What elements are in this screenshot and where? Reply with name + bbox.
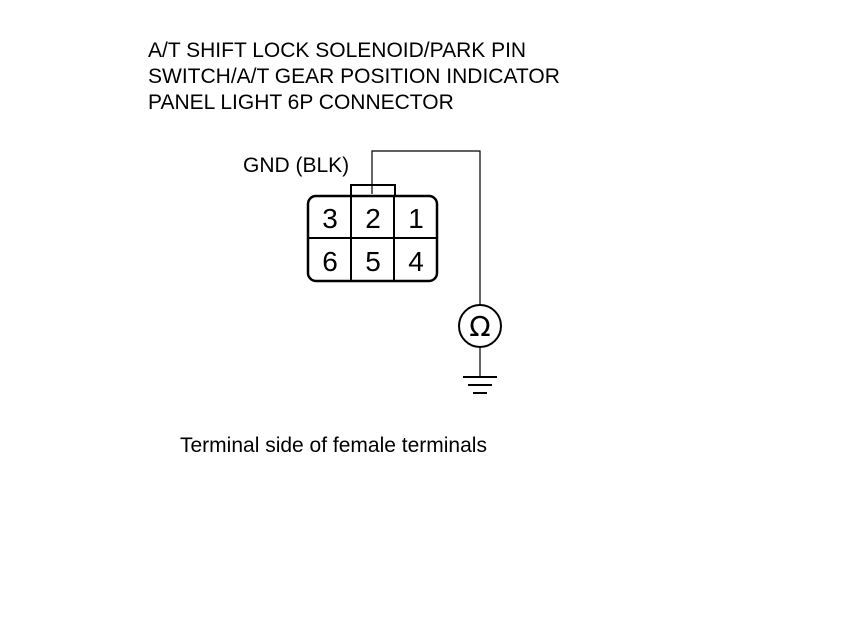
title-line-1: A/T SHIFT LOCK SOLENOID/PARK PIN: [148, 39, 527, 62]
pin-1: 1: [408, 203, 424, 234]
ohm-symbol: Ω: [469, 310, 490, 343]
pin-6: 6: [322, 246, 338, 277]
diagram-title: A/T SHIFT LOCK SOLENOID/PARK PIN SWITCH/…: [148, 38, 560, 116]
ohmmeter-icon: Ω: [458, 304, 502, 348]
connector-lock-tab: [350, 184, 396, 196]
title-line-3: PANEL LIGHT 6P CONNECTOR: [148, 91, 454, 114]
title-line-2: SWITCH/A/T GEAR POSITION INDICATOR: [148, 65, 560, 88]
terminal-side-caption: Terminal side of female terminals: [180, 434, 487, 457]
pin-5: 5: [365, 246, 381, 277]
ground-icon: [463, 376, 497, 394]
pin-3: 3: [322, 203, 338, 234]
pin-4: 4: [408, 246, 424, 277]
pin-2: 2: [365, 203, 381, 234]
test-lead-wire: [371, 150, 481, 305]
gnd-wire-label: GND (BLK): [243, 154, 350, 177]
